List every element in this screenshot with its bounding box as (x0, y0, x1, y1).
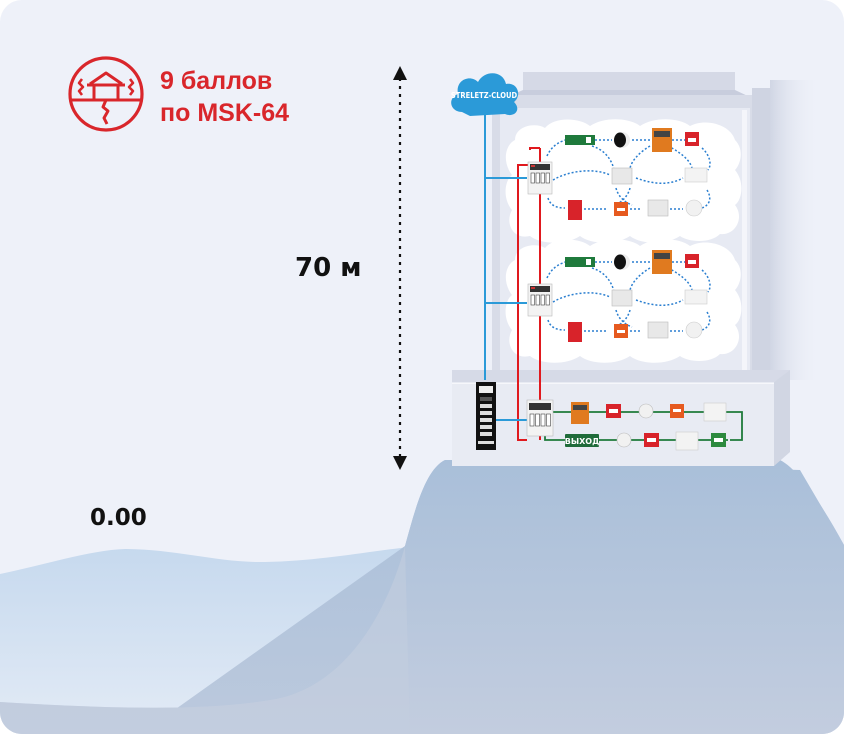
exit-sign-icon (565, 135, 595, 145)
middle-floor-links (546, 261, 711, 332)
exit-sign-icon: ВЫХОД (565, 434, 599, 447)
control-panel-orange-icon (571, 402, 589, 424)
building-height-label: 70 м (295, 253, 362, 283)
call-point-orange-icon (614, 202, 628, 216)
seismic-rating-line1: 9 баллов (160, 66, 273, 95)
arrow-up-icon (393, 66, 407, 80)
ground-level-label: 0.00 (90, 505, 147, 531)
call-point-green-icon (711, 433, 726, 447)
manual-call-point-icon (606, 404, 621, 418)
fire-cabinet-icon (568, 200, 582, 220)
module-icon (647, 199, 669, 217)
server-rack-icon (476, 382, 496, 450)
manual-call-point-icon (644, 433, 659, 447)
seismic-rating-badge: 9 баллов по MSK-64 (66, 54, 289, 139)
control-panel-icon (527, 161, 553, 195)
smoke-detector-icon (616, 432, 632, 448)
module-icon (611, 289, 633, 307)
control-panel-icon (527, 283, 553, 317)
control-panel-orange-icon (652, 250, 672, 274)
earthquake-house-icon (66, 54, 146, 139)
seismic-rating-text: 9 баллов по MSK-64 (160, 65, 289, 129)
manual-call-point-icon (685, 132, 699, 146)
middle-floor-devices (527, 250, 708, 342)
module-white-icon (675, 431, 699, 451)
module-white-icon (684, 289, 708, 305)
smoke-detector-icon (638, 403, 654, 419)
sounder-icon (614, 254, 630, 270)
smoke-detector-icon (685, 199, 703, 217)
control-panel-orange-icon (652, 128, 672, 152)
arrow-down-icon (393, 456, 407, 470)
upper-floor-devices (527, 128, 708, 220)
sounder-icon (614, 132, 630, 148)
control-panel-icon (526, 399, 554, 437)
call-point-orange-icon (614, 324, 628, 338)
exit-sign-icon (565, 257, 595, 267)
module-white-icon (703, 402, 727, 422)
module-white-icon (684, 167, 708, 183)
call-point-orange-icon (670, 404, 684, 418)
module-icon (611, 167, 633, 185)
cloud-icon: STRELETZ-CLOUD (451, 73, 519, 116)
valley-floor (0, 546, 410, 734)
cloud-label: STRELETZ-CLOUD (451, 91, 518, 100)
hill-slope (0, 460, 844, 734)
height-arrow (393, 66, 407, 470)
smoke-detector-icon (685, 321, 703, 339)
cloud-link-wiring (484, 115, 527, 421)
fire-cabinet-icon (568, 322, 582, 342)
module-icon (647, 321, 669, 339)
seismic-rating-line2: по MSK-64 (160, 98, 290, 127)
manual-call-point-icon (685, 254, 699, 268)
ground-floor-equipment: ВЫХОД (476, 382, 743, 451)
exit-sign-label: ВЫХОД (565, 437, 599, 446)
